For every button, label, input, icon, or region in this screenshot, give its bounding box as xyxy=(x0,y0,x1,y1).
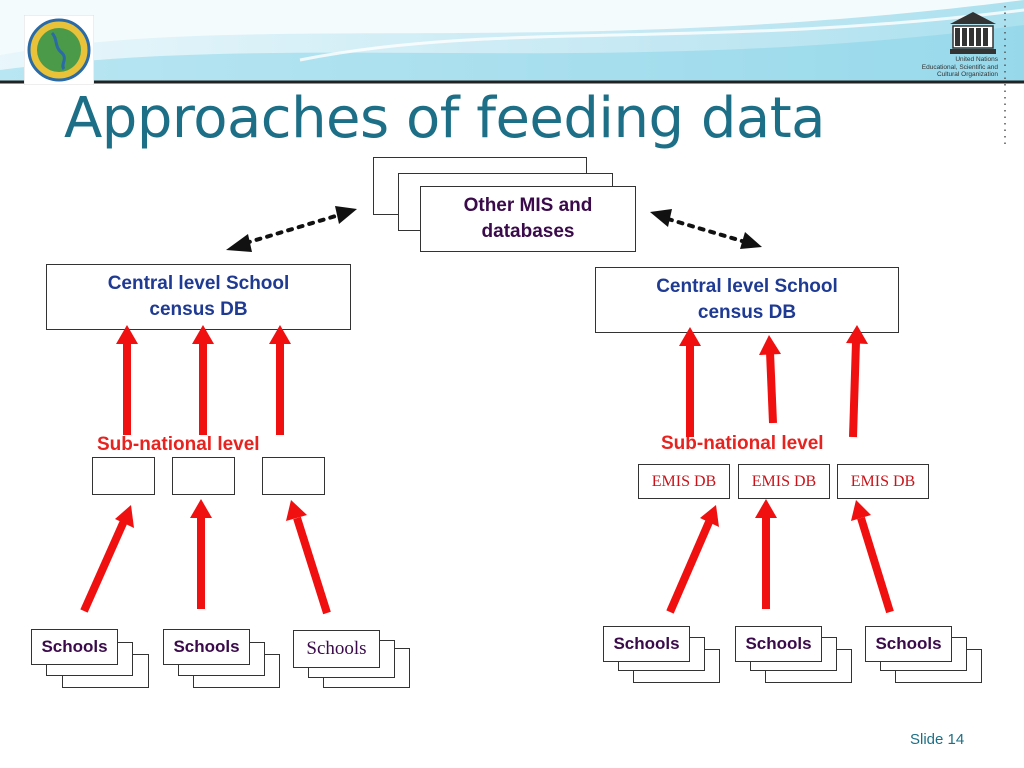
dotted-arrow-left xyxy=(226,206,357,252)
central-db-right-label: Central level School census DB xyxy=(656,276,838,323)
emis-db-label-3: EMIS DB xyxy=(850,472,916,490)
central-db-left-label: Central level School census DB xyxy=(107,273,290,320)
slide-title: Approaches of feeding data xyxy=(64,86,825,151)
dotted-divider xyxy=(1004,6,1006,146)
arrow-left-sub-to-central-2 xyxy=(192,325,214,435)
central-db-right: Central level School census DB xyxy=(595,267,899,333)
dotted-arrow-right xyxy=(650,209,762,249)
schools-label-left-1: Schools xyxy=(41,637,108,656)
sub-national-left-label: Sub-national level xyxy=(97,434,260,455)
schools-label-right-1: Schools xyxy=(613,634,680,653)
arrow-right-schools-to-emis-3 xyxy=(851,500,894,614)
schools-label-left-3: Schools xyxy=(306,638,367,659)
arrow-left-schools-to-sub-2 xyxy=(190,499,212,609)
other-mis-box: Other MIS and databases xyxy=(420,186,636,252)
arrow-right-sub-to-central-1 xyxy=(679,327,701,437)
schools-label-right-2: Schools xyxy=(745,634,812,653)
other-mis-label: Other MIS and databases xyxy=(463,195,593,242)
unesco-name: United Nations Educational, Scientific a… xyxy=(921,56,998,78)
unesco-logo xyxy=(950,12,996,54)
header-swoosh xyxy=(0,0,1024,84)
arrow-right-schools-to-emis-1 xyxy=(666,505,719,614)
arrow-left-sub-to-central-1 xyxy=(116,325,138,435)
arrow-right-schools-to-emis-2 xyxy=(755,499,777,609)
arrow-left-sub-to-central-3 xyxy=(269,325,291,435)
emis-db-label-1: EMIS DB xyxy=(651,472,717,490)
emis-db-box-3: EMIS DB xyxy=(837,464,929,499)
sub-national-right-label: Sub-national level xyxy=(661,433,824,454)
emis-db-box-2: EMIS DB xyxy=(738,464,830,499)
arrow-right-sub-to-central-3 xyxy=(846,325,868,438)
sub-national-box-left-3 xyxy=(262,457,325,495)
mekong-institute-logo xyxy=(24,15,94,85)
sub-national-box-left-2 xyxy=(172,457,235,495)
schools-label-right-3: Schools xyxy=(875,634,942,653)
arrow-left-schools-to-sub-3 xyxy=(286,500,331,615)
emis-db-label-2: EMIS DB xyxy=(751,472,817,490)
sub-national-box-left-1 xyxy=(92,457,155,495)
arrow-right-sub-to-central-2 xyxy=(759,335,781,424)
arrow-left-schools-to-sub-1 xyxy=(80,505,134,613)
central-db-left: Central level School census DB xyxy=(46,264,351,330)
schools-box-left-2: Schools xyxy=(163,629,250,665)
schools-box-right-1: Schools xyxy=(603,626,690,662)
emis-db-box-1: EMIS DB xyxy=(638,464,730,499)
schools-box-right-3: Schools xyxy=(865,626,952,662)
schools-box-left-1: Schools xyxy=(31,629,118,665)
schools-label-left-2: Schools xyxy=(173,637,240,656)
schools-box-left-3: Schools xyxy=(293,630,380,668)
schools-box-right-2: Schools xyxy=(735,626,822,662)
slide-number: Slide 14 xyxy=(910,731,965,748)
